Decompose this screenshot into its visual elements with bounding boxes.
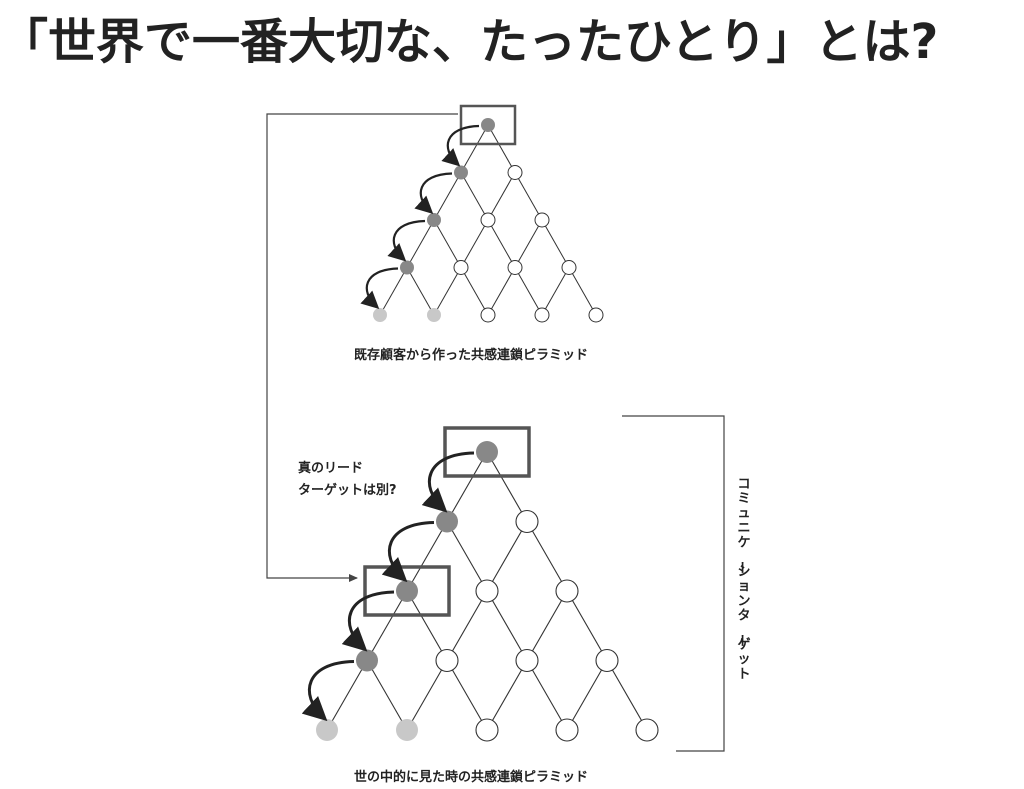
bottom-pyramid — [301, 426, 659, 742]
lattice-edge — [379, 267, 408, 316]
bottom-pyramid-node-empty — [635, 718, 659, 742]
lattice-edge — [406, 267, 435, 316]
lattice-edge — [606, 660, 648, 731]
lattice-edge — [460, 219, 489, 268]
bottom-pyramid-node-empty — [595, 648, 619, 673]
top-pyramid-flow-arrow — [441, 124, 480, 167]
top-pyramid-flow-arrow — [387, 219, 426, 262]
lattice-edge — [526, 590, 568, 661]
lattice-edge — [366, 660, 408, 731]
side-label: コミュニケーションターゲット — [733, 477, 750, 682]
lattice-edge — [541, 267, 570, 316]
bottom-pyramid-node-empty — [515, 648, 539, 673]
lattice-edge — [541, 219, 570, 268]
bottom-pyramid-lattice — [326, 451, 648, 731]
lattice-edge — [460, 124, 489, 173]
top-pyramid-node-empty — [480, 212, 496, 228]
lattice-edge — [326, 660, 368, 731]
top-pyramid-node-empty — [480, 307, 496, 323]
bottom-pyramid-node-filled — [476, 441, 498, 463]
bottom-pyramid-flow-arrow — [341, 590, 395, 652]
lattice-edge — [566, 590, 608, 661]
lattice-edge — [446, 451, 488, 522]
lattice-edge — [406, 590, 448, 661]
lattice-edge — [460, 172, 489, 221]
page-title: 「世界で一番大切な、たったひとり」とは? — [0, 14, 939, 70]
bottom-pyramid-node-empty — [435, 648, 459, 673]
top-pyramid-lattice — [379, 124, 597, 316]
lattice-edge — [487, 172, 516, 221]
bottom-pyramid-node-empty — [515, 509, 539, 534]
lattice-edge — [433, 219, 462, 268]
link-connector — [266, 113, 458, 582]
bottom-pyramid-flow-arrow — [381, 521, 435, 583]
top-pyramid-flow-arrow — [360, 267, 399, 309]
top-pyramid-node-filled — [400, 260, 414, 275]
top-pyramid-node-empty — [588, 307, 604, 323]
top-pyramid-node-faded — [427, 308, 441, 322]
bottom-pyramid-node-filled — [436, 510, 458, 533]
top-pyramid-caption: 既存顧客から作った共感連鎖ピラミッド — [354, 347, 588, 363]
lattice-edge — [487, 124, 516, 173]
bottom-pyramid-node-empty — [475, 718, 499, 742]
lattice-edge — [406, 660, 448, 731]
lattice-edge — [487, 267, 516, 316]
bottom-pyramid-node-faded — [316, 719, 338, 741]
top-pyramid-node-empty — [561, 260, 577, 275]
top-pyramid-node-filled — [454, 165, 468, 180]
lattice-edge — [446, 660, 488, 731]
lattice-edge — [568, 267, 597, 316]
top-pyramid-flow-arrow — [414, 172, 453, 214]
bottom-pyramid-node-empty — [475, 579, 499, 603]
bottom-pyramid-node-empty — [555, 579, 579, 603]
annotation-line-2: ターゲットは別? — [298, 482, 397, 498]
bottom-pyramid-caption: 世の中的に見た時の共感連鎖ピラミッド — [354, 769, 588, 785]
lattice-edge — [446, 590, 488, 661]
lattice-edge — [406, 521, 448, 592]
lattice-edge — [433, 172, 462, 221]
bottom-pyramid-node-filled — [356, 649, 378, 672]
top-pyramid — [360, 104, 604, 323]
top-pyramid-node-filled — [481, 118, 495, 132]
lattice-edge — [526, 521, 568, 592]
top-pyramid-node-faded — [373, 308, 387, 322]
lattice-edge — [406, 219, 435, 268]
top-pyramid-highlight-box — [459, 104, 517, 146]
annotation-line-1: 真のリード — [298, 460, 363, 476]
top-pyramid-node-filled — [427, 213, 441, 227]
lattice-edge — [514, 219, 543, 268]
bottom-pyramid-node-empty — [555, 718, 579, 742]
lattice-edge — [366, 590, 408, 661]
lattice-edge — [460, 267, 489, 316]
bottom-pyramid-node-faded — [396, 719, 418, 741]
lattice-edge — [566, 660, 608, 731]
lattice-edge — [487, 219, 516, 268]
target-bracket — [622, 415, 725, 752]
lattice-edge — [514, 267, 543, 316]
top-pyramid-node-empty — [507, 165, 523, 180]
top-pyramid-node-empty — [534, 212, 550, 228]
lattice-edge — [486, 660, 528, 731]
bottom-pyramid-flow-arrow — [301, 660, 355, 722]
lattice-edge — [446, 521, 488, 592]
lattice-edge — [486, 451, 528, 522]
top-pyramid-node-empty — [453, 260, 469, 275]
lattice-edge — [486, 521, 528, 592]
bottom-pyramid-flow-arrow — [421, 451, 475, 513]
lattice-edge — [526, 660, 568, 731]
lattice-edge — [514, 172, 543, 221]
bottom-pyramid-node-filled — [396, 580, 418, 602]
top-pyramid-node-empty — [507, 260, 523, 275]
top-pyramid-node-empty — [534, 307, 550, 323]
lattice-edge — [433, 267, 462, 316]
lattice-edge — [486, 590, 528, 661]
bottom-pyramid-highlight-box — [443, 426, 531, 478]
